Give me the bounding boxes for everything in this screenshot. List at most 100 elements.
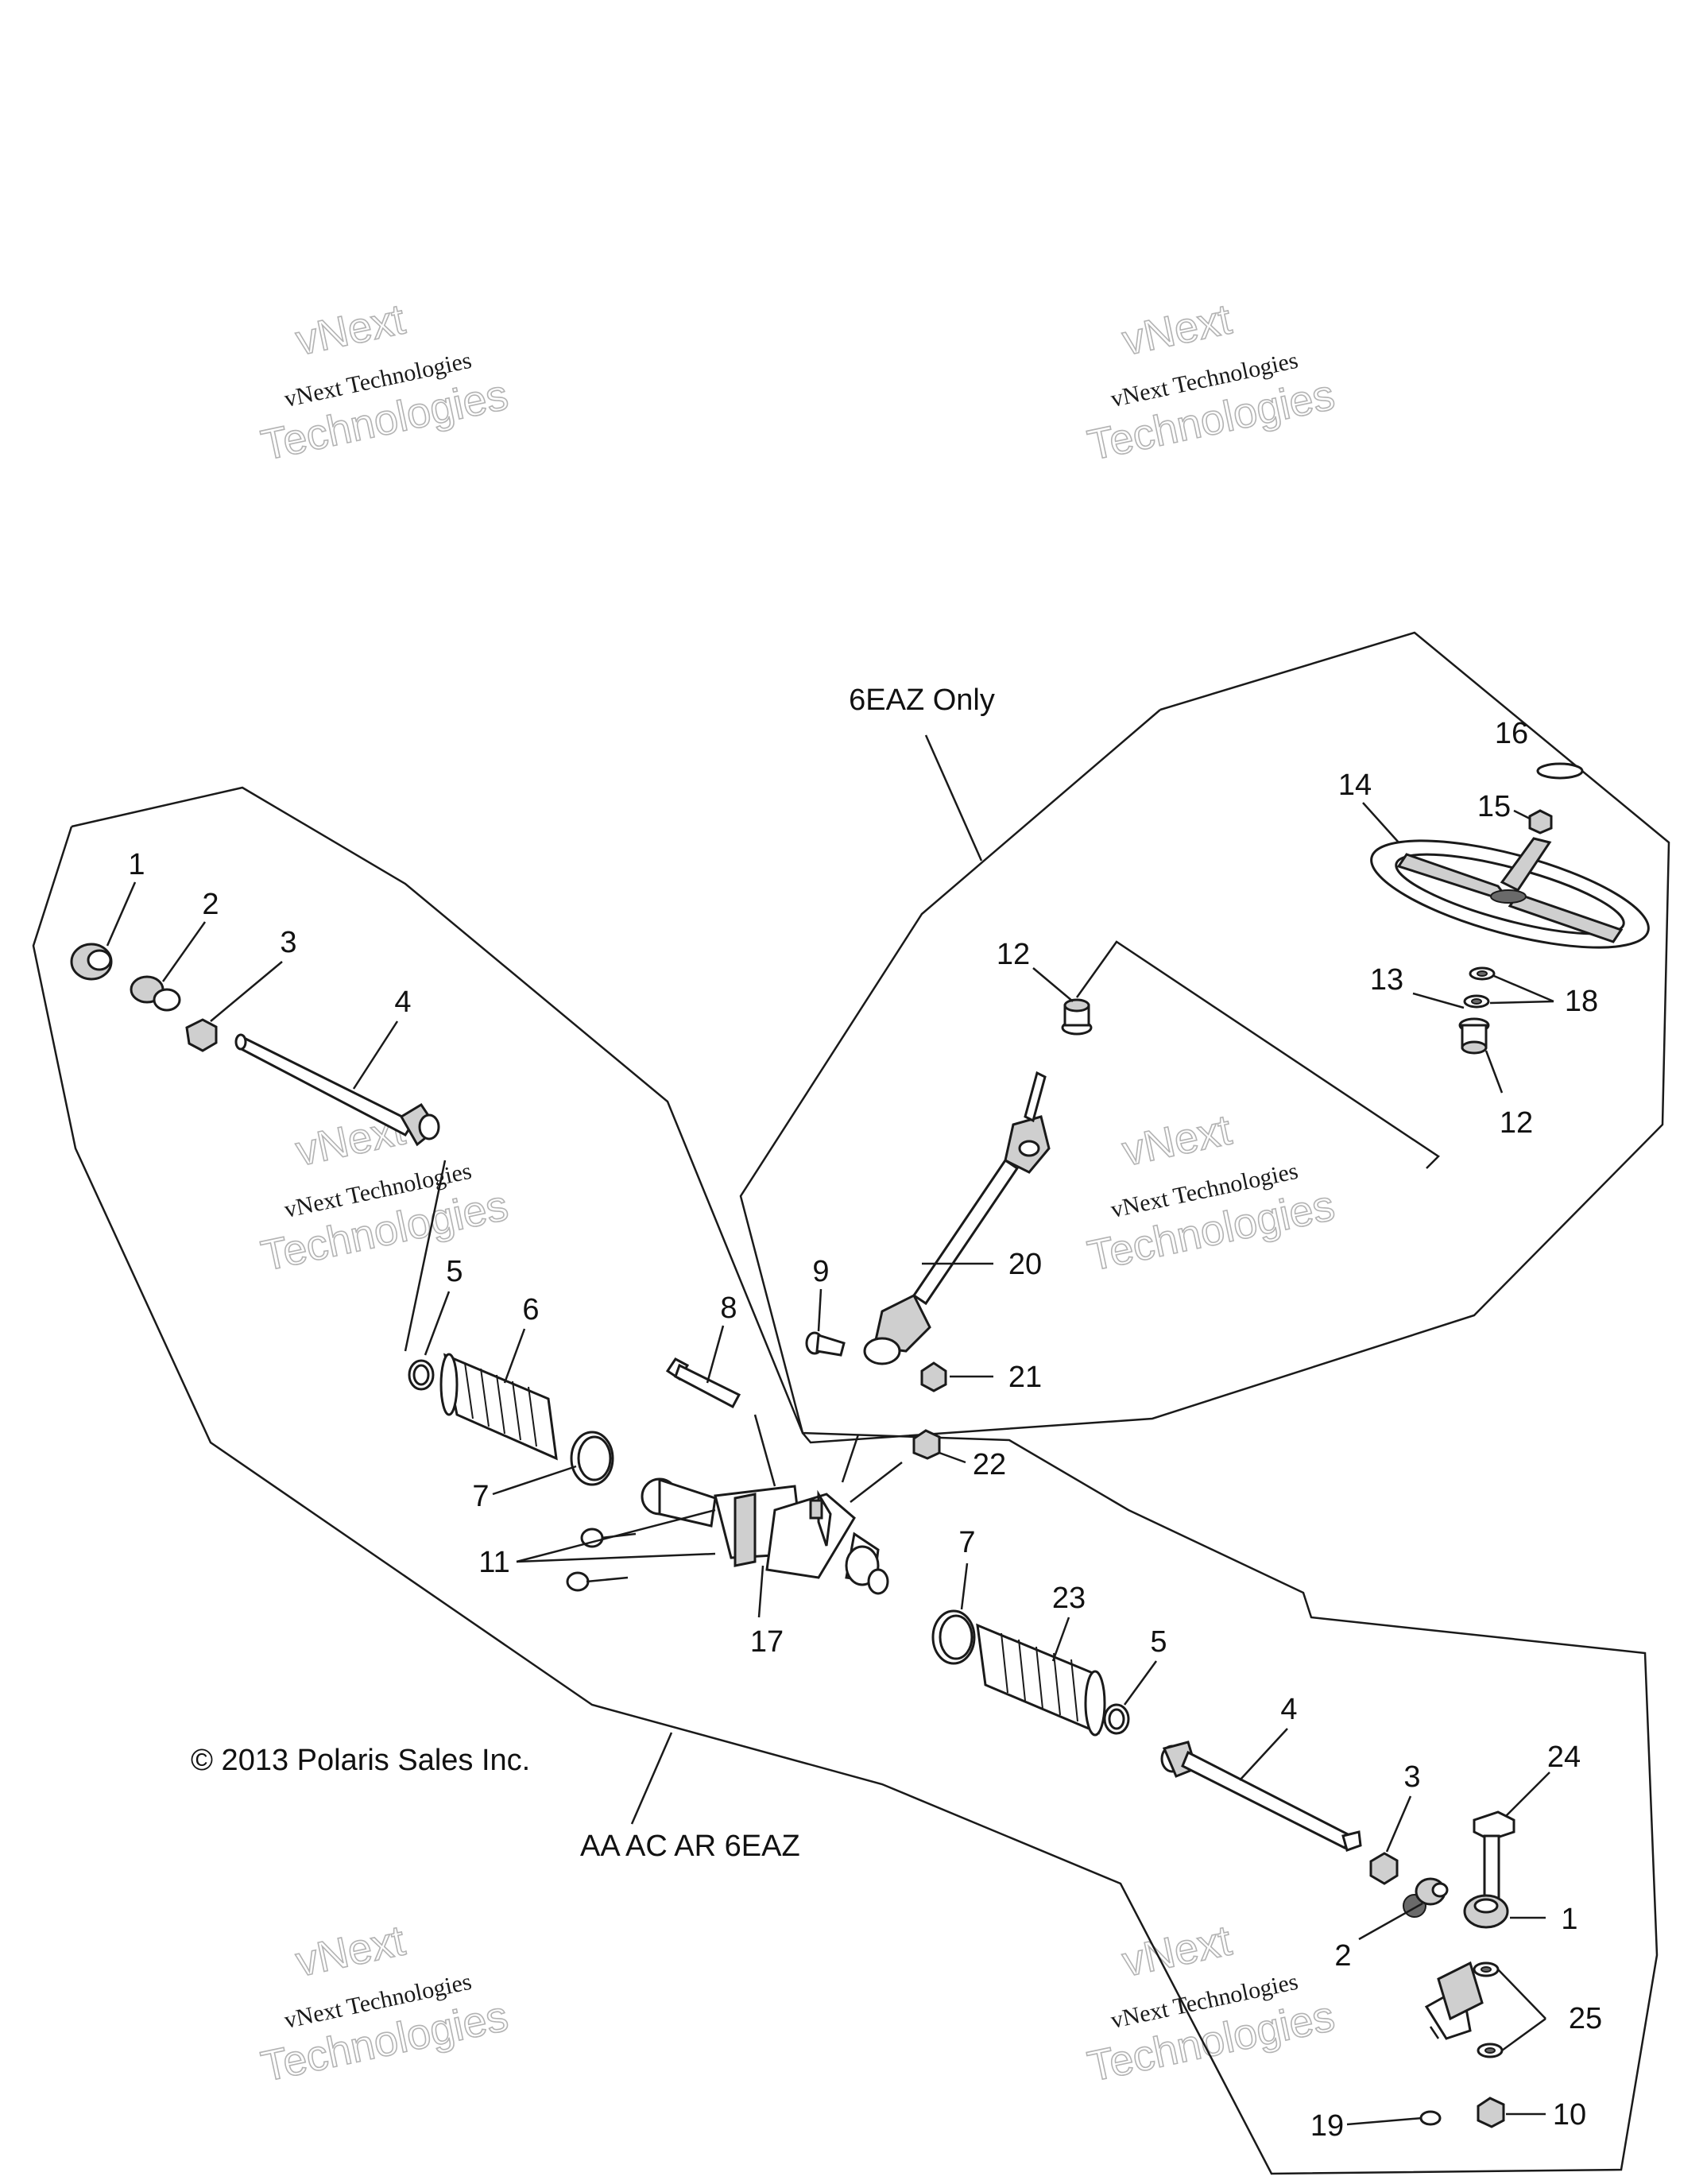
leader-14	[1362, 802, 1399, 843]
upper-group-outline	[739, 631, 1670, 1444]
steering-shaft-20	[863, 1071, 1051, 1365]
tie-rod-right	[1160, 1741, 1362, 1852]
callout-3b: 3	[1403, 1760, 1420, 1794]
hex-nut-10	[1477, 2097, 1505, 2128]
callout-11: 11	[478, 1546, 509, 1579]
upper-group-label: 6EAZ Only	[849, 683, 995, 717]
leader-20-to-rack	[841, 1434, 860, 1483]
leader-23	[1051, 1617, 1070, 1662]
center-cap-16	[1536, 762, 1584, 780]
leader-6	[503, 1328, 526, 1384]
boot-clamp-right	[931, 1609, 976, 1665]
hex-nut-22	[912, 1429, 941, 1460]
leader-22-to-rack	[850, 1462, 903, 1503]
callout-20: 20	[1008, 1248, 1042, 1281]
callout-4a: 4	[394, 986, 411, 1019]
steering-wheel-14	[1370, 837, 1650, 949]
svg-text:vNext: vNext	[1118, 1917, 1236, 1986]
rod-end-housing-left	[70, 943, 113, 981]
leader-12-link	[1075, 940, 1440, 1169]
callout-22: 22	[973, 1448, 1006, 1481]
svg-text:vNext: vNext	[292, 1917, 409, 1986]
callout-16: 16	[1495, 717, 1528, 750]
callout-5a: 5	[446, 1255, 463, 1288]
ball-joint-left	[130, 975, 181, 1012]
svg-text:vNext: vNext	[1118, 1106, 1236, 1175]
leader-18b	[1489, 1000, 1554, 1005]
bushing-12-lower	[1458, 1017, 1490, 1055]
watermark-bottom-right: vNext vNext Technologies Technologies	[1083, 1916, 1339, 2092]
leader-9	[817, 1288, 823, 1332]
callout-25: 25	[1569, 2002, 1602, 2035]
hex-nut-left	[185, 1018, 218, 1052]
callout-6: 6	[522, 1293, 539, 1326]
callout-8: 8	[720, 1291, 737, 1325]
boot-clamp-left	[570, 1431, 614, 1486]
callout-7b: 7	[958, 1526, 975, 1559]
callout-2a: 2	[202, 888, 219, 921]
leader-1a	[106, 881, 137, 947]
leader-25b	[1501, 2017, 1546, 2052]
callout-24: 24	[1547, 1741, 1581, 1774]
bracket-25	[1424, 1961, 1484, 2040]
cotter-pin-19	[1346, 2110, 1442, 2126]
bushing-12-upper	[1061, 998, 1093, 1036]
lower-group-outline	[32, 786, 1659, 2175]
washer-25-lower	[1477, 2043, 1504, 2058]
leader-22	[939, 1451, 966, 1464]
leader-3b	[1385, 1795, 1412, 1853]
upper-group-label-leader	[924, 734, 983, 862]
washer-13	[1463, 994, 1490, 1009]
leader-7a	[492, 1465, 577, 1496]
callout-1a: 1	[128, 848, 145, 881]
ball-joint-right	[1403, 1877, 1449, 1918]
callout-7a: 7	[472, 1480, 489, 1513]
steering-boot-right	[976, 1623, 1106, 1737]
watermark-bottom-left: vNext vNext Technologies Technologies	[257, 1916, 513, 2092]
callout-5b: 5	[1150, 1625, 1167, 1659]
washer-25-upper	[1473, 1961, 1500, 1977]
steering-rack-housing	[641, 1477, 889, 1595]
pinch-bolt-9	[805, 1331, 846, 1357]
callout-3a: 3	[280, 926, 296, 959]
leader-5a	[424, 1291, 451, 1356]
copyright-notice: © 2013 Polaris Sales Inc.	[191, 1744, 530, 1777]
callout-18: 18	[1565, 985, 1598, 1018]
leader-12b	[1484, 1050, 1504, 1094]
tie-rod-left	[234, 1033, 440, 1147]
hex-nut-21	[920, 1361, 947, 1392]
callout-2b: 2	[1334, 1939, 1351, 1973]
leader-8-top	[706, 1325, 725, 1384]
callout-15: 15	[1477, 790, 1511, 823]
callout-12b: 12	[1500, 1106, 1533, 1140]
hex-nut-15	[1528, 809, 1553, 834]
leader-12a	[1032, 967, 1074, 1002]
steering-boot-left	[439, 1353, 558, 1461]
callout-19: 19	[1310, 2109, 1344, 2143]
watermark-mid-right: vNext vNext Technologies Technologies	[1083, 1106, 1339, 1281]
callout-4b: 4	[1280, 1693, 1297, 1726]
svg-text:vNext: vNext	[292, 296, 409, 365]
hex-nut-right	[1369, 1852, 1399, 1885]
callout-12a: 12	[997, 938, 1030, 971]
clamp-ring-right	[1103, 1703, 1130, 1735]
callout-10: 10	[1553, 2098, 1586, 2132]
washer-18-upper	[1469, 966, 1496, 981]
leader-8	[753, 1414, 776, 1487]
leader-4a	[352, 1020, 399, 1090]
leader-17	[757, 1565, 764, 1618]
callout-9: 9	[812, 1255, 829, 1288]
leader-4b	[1239, 1728, 1288, 1781]
callout-17: 17	[750, 1625, 784, 1659]
leader-25a	[1497, 1969, 1546, 2019]
leader-13	[1412, 992, 1465, 1009]
leader-2b	[1358, 1902, 1423, 1941]
lower-group-label-leader	[630, 1732, 673, 1825]
leader-18a	[1493, 974, 1554, 1003]
rod-end-housing-right	[1463, 1894, 1509, 1929]
svg-text:vNext: vNext	[1118, 296, 1236, 365]
watermark-top-right: vNext vNext Technologies Technologies	[1083, 295, 1339, 470]
leader-3a	[210, 961, 283, 1022]
callout-13: 13	[1370, 963, 1403, 997]
